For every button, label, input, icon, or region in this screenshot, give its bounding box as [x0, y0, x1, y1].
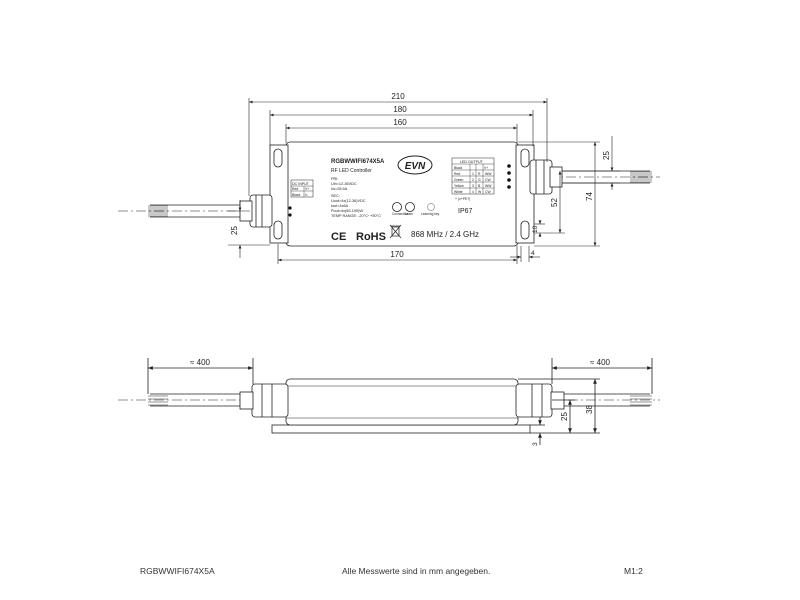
dim-210: 210: [391, 92, 405, 101]
led-row-2-n: 2: [472, 178, 474, 182]
top-view-labels: EVN RGBWWIFI674X5A RF LED Controller PRI…: [292, 159, 492, 243]
led-row-1-alt: WW: [485, 172, 492, 176]
pri-line-2: Iin=28.5A: [331, 187, 348, 191]
footer-note: Alle Messwerte sind in mm angegeben.: [342, 566, 491, 576]
learning-key-led: [427, 203, 435, 211]
sec-line-1: Uout=4x(12-36)VDC: [331, 199, 366, 203]
dim-right-25: 25: [602, 151, 611, 160]
dim-side-25: 25: [560, 412, 569, 421]
led-row-4-ch: W: [478, 190, 482, 194]
dim-right-10: 10: [532, 225, 539, 233]
dc-input-row-1-color: Black: [292, 193, 301, 197]
led-row-3-ch: B: [478, 184, 481, 188]
ce-mark: CE: [331, 231, 346, 243]
footer-scale: M1:2: [624, 566, 643, 576]
led-output-note: + (v+PE?): [455, 197, 470, 201]
led-output-title: LED OUTPUT: [460, 160, 484, 164]
logo-text: EVN: [405, 161, 426, 172]
rohs-mark: RoHS: [356, 231, 386, 243]
footer-model: RGBWWIFI674X5A: [140, 566, 215, 576]
led-row-2-color: Green: [454, 178, 464, 182]
dc-input-row-0-color: Red: [292, 187, 298, 191]
led-row-1-ch: R: [478, 172, 481, 176]
cable-gland-right: [529, 159, 553, 195]
model-label: RGBWWIFI674X5A: [331, 159, 385, 165]
top-dimension-labels: 210 180 160 170 25 52 74 10 4 25: [230, 92, 611, 259]
button-label-learn: Learn: [405, 212, 413, 216]
led-row-0-color: Black: [454, 166, 463, 170]
dim-right-52: 52: [550, 198, 559, 207]
dim-180: 180: [393, 105, 407, 114]
side-dimension-labels: ≈ 400 ≈ 400 25 38 3: [190, 358, 611, 446]
led-row-2-alt: CW: [485, 178, 491, 182]
dim-side-3: 3: [532, 442, 539, 446]
ip-rating: IP67: [458, 208, 473, 215]
led-row-4-color: White: [454, 190, 463, 194]
dim-side-left-400: ≈ 400: [190, 358, 211, 367]
button-label-connection: Connection: [392, 212, 408, 216]
dim-170: 170: [390, 250, 404, 259]
side-gland-right: [515, 383, 553, 418]
side-view: [118, 358, 660, 445]
led-row-1-color: Red: [454, 172, 460, 176]
dc-input-row-1-pol: V-: [305, 193, 308, 197]
weee-bin-icon: [389, 224, 402, 239]
led-row-1-n: 1: [472, 172, 474, 176]
top-view: [118, 141, 660, 247]
subtitle-label: RF LED Controller: [331, 168, 372, 174]
sec-line-2: Iout=4x6A: [331, 204, 349, 208]
dim-160: 160: [393, 118, 407, 127]
sec-line-4: TEMP RANGE: -20°C~+50°C: [331, 214, 381, 218]
led-row-4-n: 4: [472, 190, 474, 194]
led-row-3-alt: WW: [485, 184, 492, 188]
led-row-3-color: Yellow: [454, 184, 464, 188]
connection-button: [392, 202, 402, 212]
sec-line-3: Pout=4x(65-190)W: [331, 209, 363, 213]
led-row-2-ch: G: [478, 178, 481, 182]
dc-input-row-0-pol: V+: [305, 187, 309, 191]
base-plate: [271, 424, 531, 434]
learn-button: [405, 202, 415, 212]
dim-right-4: 4: [531, 250, 535, 257]
frequency-label: 868 MHz / 2.4 GHz: [411, 230, 479, 239]
led-row-0-pol: V+: [484, 166, 488, 170]
pri-line-1: Uin=12-36VDC: [331, 182, 357, 186]
side-gland-left: [251, 383, 289, 418]
dim-side-38: 38: [585, 405, 594, 414]
top-dimensions: [228, 98, 620, 264]
button-label-learning-key: Learning key: [421, 212, 440, 216]
mounting-flange-left: [269, 144, 289, 244]
dim-right-74: 74: [585, 192, 594, 201]
led-row-3-n: 3: [472, 184, 474, 188]
dim-left-25: 25: [230, 226, 239, 235]
sec-line-0: SEC:: [331, 194, 340, 198]
pri-line-0: PRI:: [331, 177, 338, 181]
dim-side-right-400: ≈ 400: [590, 358, 611, 367]
evn-logo-oval: [397, 155, 433, 175]
cable-gland-left: [249, 194, 273, 228]
led-row-4-alt: CW: [485, 190, 491, 194]
dc-input-title: DC INPUT: [292, 182, 310, 186]
